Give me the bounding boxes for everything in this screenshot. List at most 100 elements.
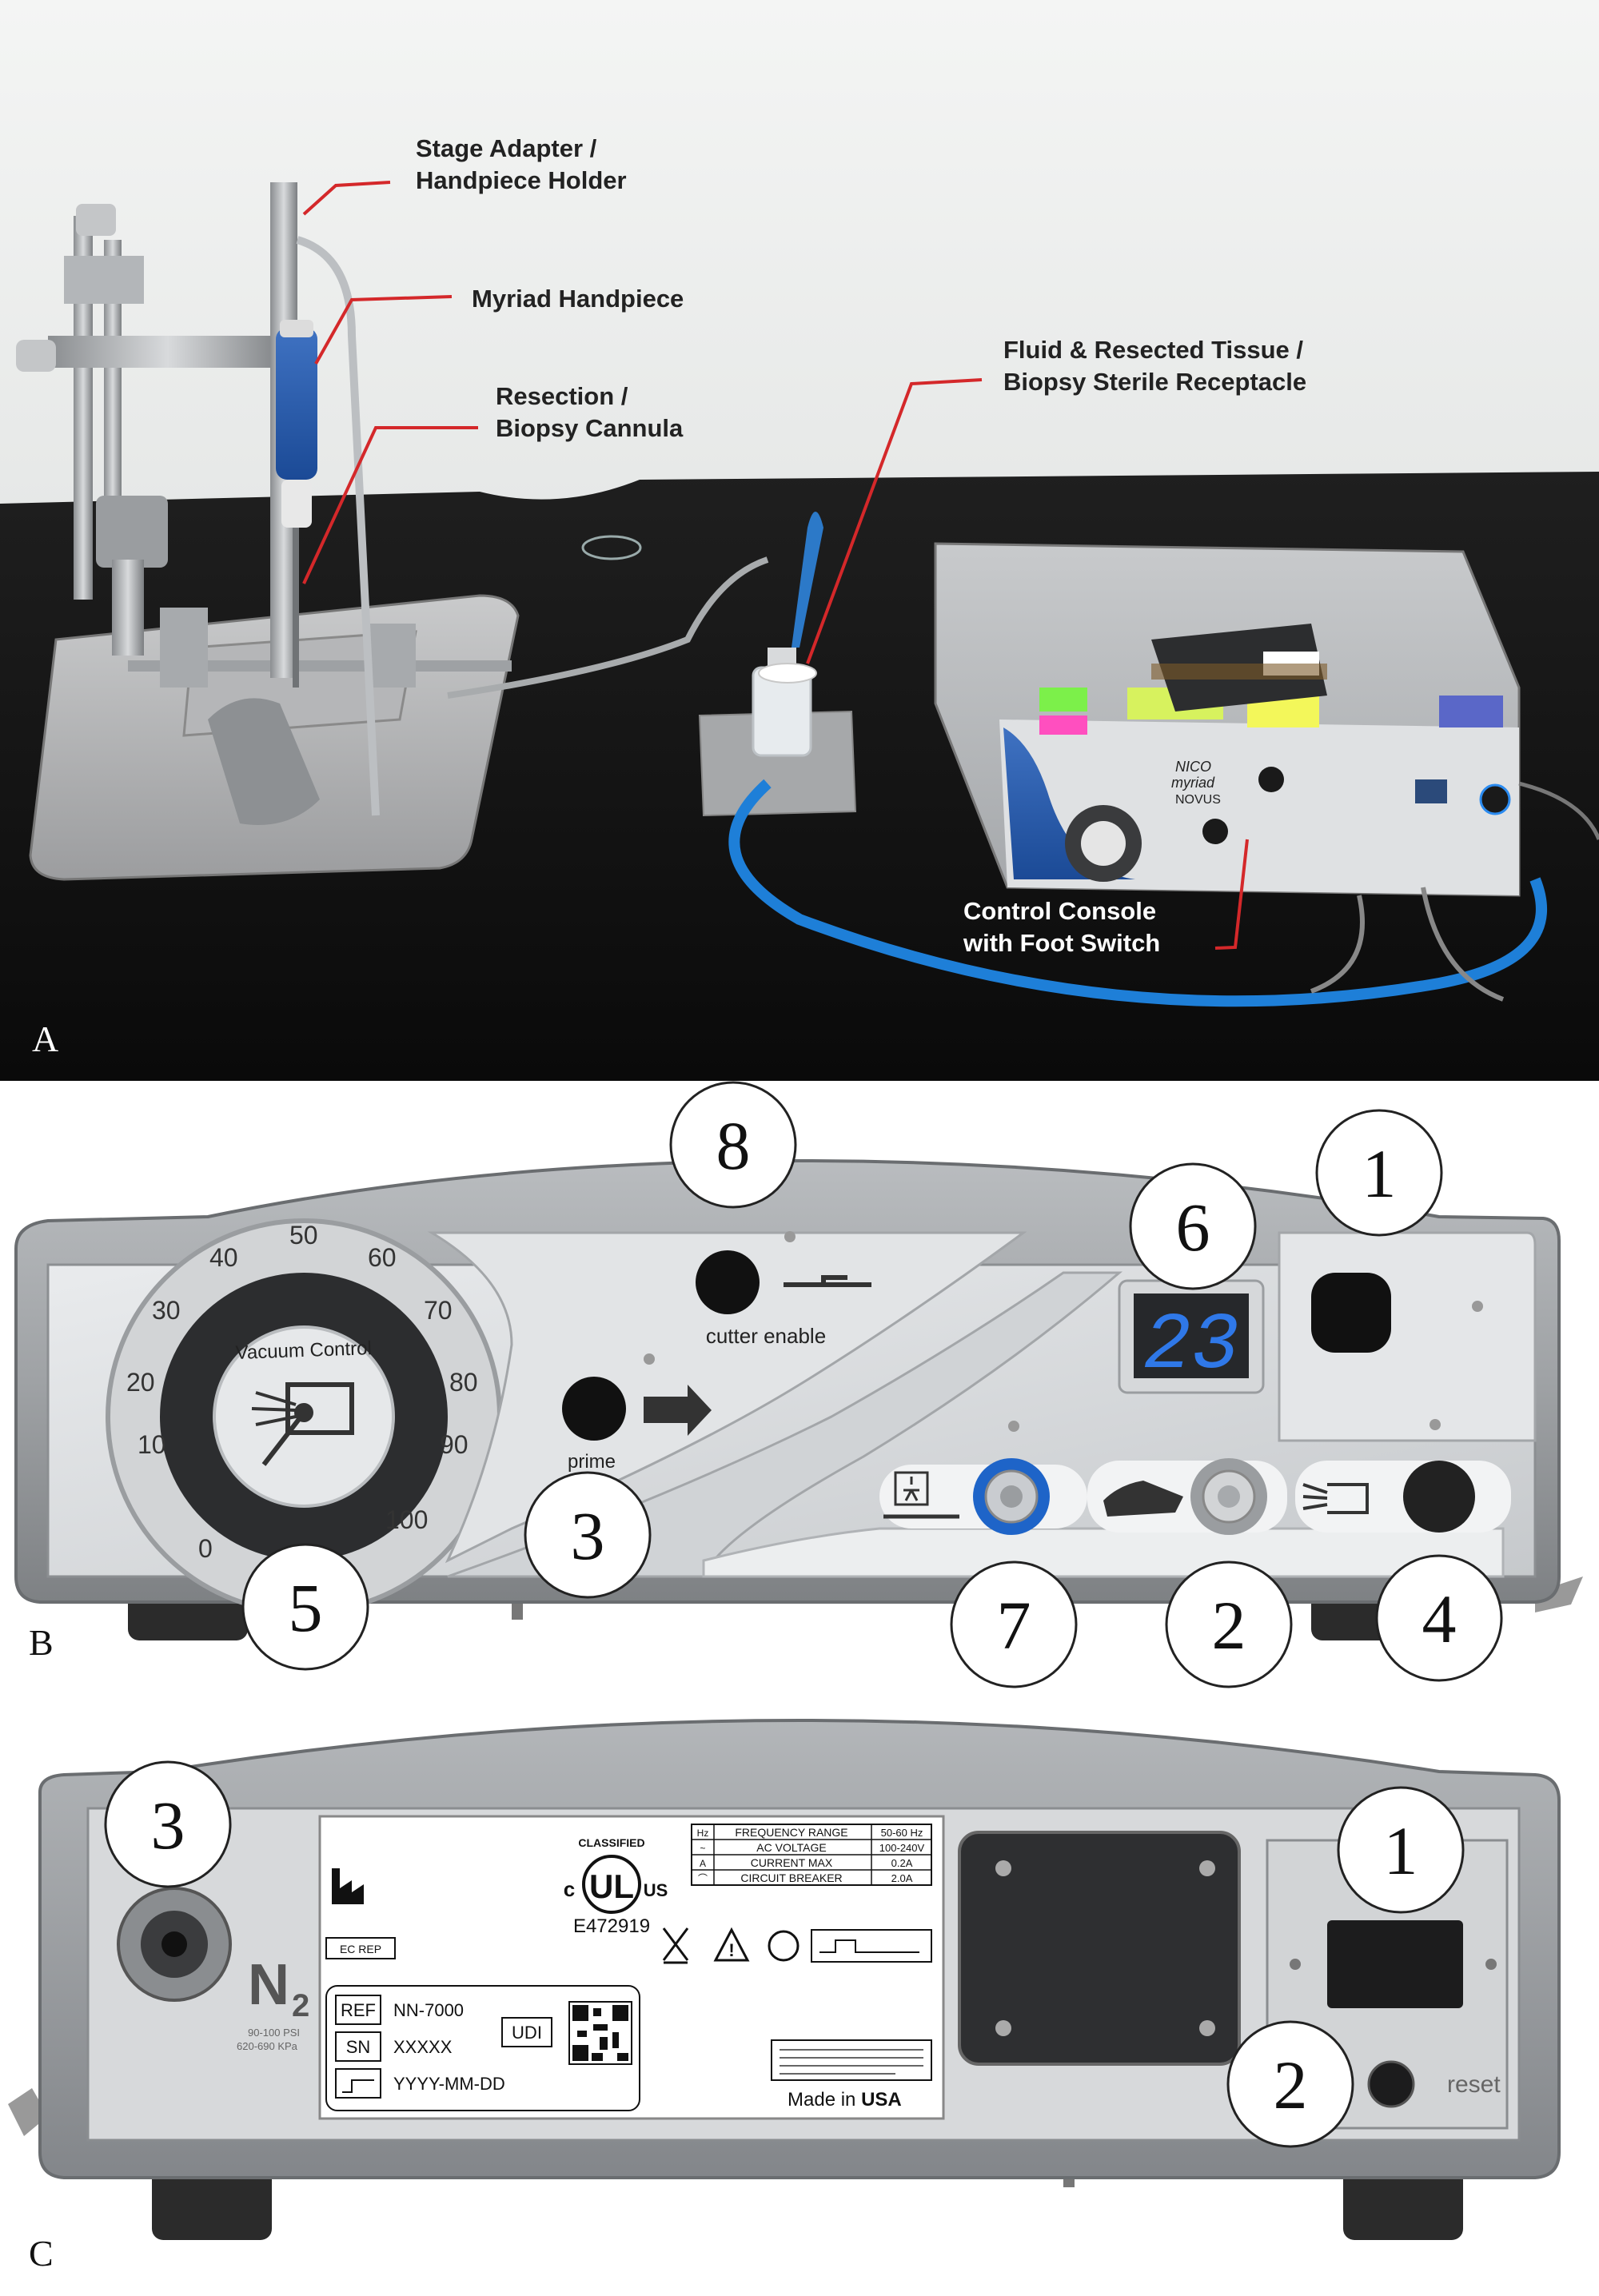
console-label-green [1039,688,1087,712]
warning-icon [713,1927,750,1962]
svg-text:0.2A: 0.2A [891,1857,913,1869]
rating-row-3: A CURRENT MAX 0.2A [700,1856,913,1869]
power-inlet-screw-right [1485,1959,1497,1970]
console-label-blue [1439,696,1503,727]
gas-spec-2: 620-690 KPa [237,2040,298,2052]
handpiece-connector-pins [1000,1485,1023,1508]
svg-text:~: ~ [700,1843,705,1854]
reset-button [1367,2060,1415,2108]
panel-a-system-photo: NICO myriad NOVUS Stage Adapter / Handpi… [0,0,1599,1081]
udi-box [501,2017,552,2047]
svg-text:6: 6 [1176,1189,1210,1266]
ear-bar-block-left [160,608,208,688]
rating-row-2: ~ AC VOLTAGE 100-240V [700,1841,924,1854]
svg-text:CURRENT MAX: CURRENT MAX [751,1856,833,1869]
label-stage-adapter-1: Stage Adapter / [416,134,597,162]
dial-num-90: 90 [440,1430,469,1459]
label-fluid-2: Biopsy Sterile Receptacle [1003,368,1306,396]
svg-text:1: 1 [1362,1135,1397,1212]
svg-text:2: 2 [1274,2047,1308,2123]
svg-text:CIRCUIT BREAKER: CIRCUIT BREAKER [740,1871,842,1884]
receptacle-cap [758,663,817,684]
prime-label: prime [568,1451,616,1473]
rear-tab [1535,1577,1583,1612]
frame-knob-top [76,204,116,236]
panel-a-letter: A [32,1018,58,1059]
svg-text:1: 1 [1384,1812,1418,1889]
ref-sn-block [325,1985,640,2111]
rear-foot-left [152,2168,272,2240]
rating-row-1: Hz FREQUENCY RANGE 50-60 Hz [697,1826,923,1839]
power-inlet-screw-left [1290,1959,1301,1970]
panel-c-console-rear: N 2 90-100 PSI 620-690 KPa EC REP CLASSI… [0,1688,1599,2296]
svg-text:100-240V: 100-240V [879,1842,925,1854]
date-box [335,2068,381,2099]
label-stage-adapter-2: Handpiece Holder [416,166,627,194]
ul-c: c [564,1877,575,1901]
rear-callout-3: 3 [104,1760,232,1888]
ec-rep-label: EC REP [340,1943,381,1955]
frame-carriage [64,256,144,304]
svg-text:4: 4 [1422,1580,1457,1657]
frame-cross-arm [48,336,288,368]
resection-cannula [293,528,299,688]
aspiration-tubing [447,556,769,699]
frame-lower-post [112,560,144,656]
rear-callout-1: 1 [1337,1786,1465,1914]
label-console-2: with Foot Switch [963,929,1160,957]
console-cable-3 [1518,781,1599,840]
sn-value: XXXXX [393,2037,453,2057]
console-prime-button [1202,819,1228,844]
foot-screw [512,1600,523,1620]
made-in-country: USA [861,2089,902,2111]
svg-text:7: 7 [997,1587,1031,1664]
date-value: YYYY-MM-DD [393,2074,505,2094]
gas-subscript: 2 [292,1988,309,2023]
vent-screw-bl [995,2020,1011,2036]
vent-screw-tl [995,1860,1011,1876]
callout-1: 1 [1315,1109,1443,1237]
dial-num-40: 40 [209,1243,238,1272]
ref-label: REF [341,2000,376,2020]
dial-num-80: 80 [449,1368,478,1397]
console-cutter-button [1258,767,1284,792]
fuse-label-box [811,1929,932,1963]
ref-box [335,1995,381,2025]
cutter-enable-button [696,1250,760,1314]
svg-text:Hz: Hz [697,1828,709,1839]
rat-model [208,698,320,825]
qr-code [568,2001,632,2065]
panel-b-letter: B [29,1622,54,1663]
vacuum-icon-lines [251,1391,297,1426]
ul-circle [582,1855,641,1914]
handpiece-nose [281,480,312,528]
svg-text:3: 3 [571,1497,605,1574]
console-brand-1: NICO [1175,759,1211,775]
console-power [1479,783,1511,815]
manufacturer-icon [332,1868,364,1904]
prime-indicator [644,1353,655,1365]
vacuum-port-indicator [1430,1419,1441,1430]
callout-7: 7 [950,1561,1078,1688]
blue-clip [792,512,823,648]
callout-2: 2 [1165,1561,1293,1688]
dial-num-70: 70 [424,1296,453,1325]
footswitch-connector-pins [1218,1485,1240,1508]
svg-text:FREQUENCY RANGE: FREQUENCY RANGE [735,1826,847,1839]
frame-post-left2 [104,240,122,544]
callout-5: 5 [241,1543,369,1671]
svg-text:2: 2 [1212,1587,1246,1664]
fuse-icon [819,1939,919,1953]
vacuum-dial-hub [294,1403,313,1422]
ear-bar-block-right [368,624,416,688]
vacuum-dial-pointer [261,1413,305,1466]
rating-row-4: ⌒ CIRCUIT BREAKER 2.0A [698,1871,913,1884]
rear-vent-plate [958,1831,1241,2066]
blue-tubing [728,779,1547,1007]
callout-4: 4 [1375,1554,1503,1682]
svg-text:3: 3 [151,1787,185,1864]
footswitch-icon [1103,1481,1183,1517]
cutter-enable-label: cutter enable [706,1324,826,1348]
ul-number: E472919 [573,1915,650,1937]
vacuum-port-icon [1302,1483,1369,1514]
